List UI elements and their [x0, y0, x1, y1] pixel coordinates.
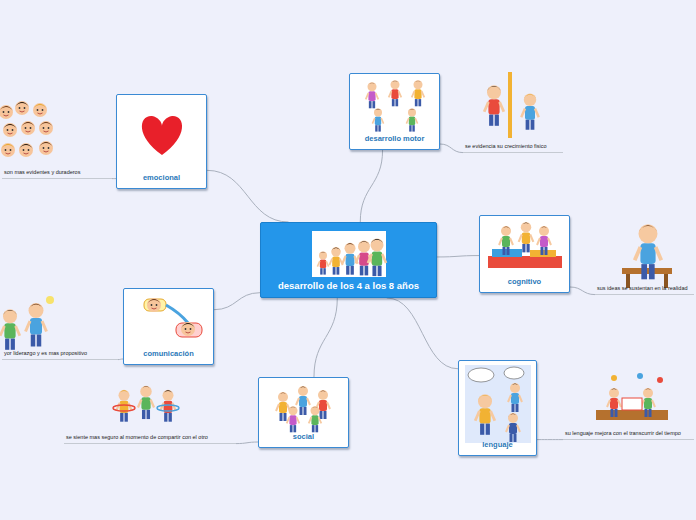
branch-box: desarrollo motor	[349, 73, 440, 150]
node-label: social	[293, 433, 314, 442]
growth-picture	[484, 72, 539, 138]
note-text: yor liderazgo y es mas propositivo	[4, 350, 116, 357]
leaf-note: se siente mas seguro al momento de compa…	[64, 434, 236, 444]
reading-picture	[596, 373, 668, 420]
node-label: comunicación	[143, 350, 193, 359]
leaf-note: son mas evidentes y duraderos	[2, 169, 112, 179]
branch-line	[387, 298, 458, 369]
branch-box: lenguaje	[458, 360, 537, 456]
node-label: desarrollo motor	[365, 135, 425, 144]
leaf-note: sus ideas se sustentan en la realidad	[595, 285, 694, 295]
branch-line	[207, 170, 289, 222]
branch-line	[236, 442, 258, 444]
note-text: se siente mas seguro al momento de compa…	[66, 434, 234, 441]
branch-line	[214, 293, 260, 310]
branch-line	[440, 144, 463, 153]
branch-box: comunicación	[123, 288, 214, 365]
note-text: sus ideas se sustentan en la realidad	[597, 285, 692, 292]
hoops-picture	[113, 386, 179, 422]
note-text: son mas evidentes y duraderos	[4, 169, 110, 176]
branch-box: social	[258, 377, 349, 448]
leaf-note: se evidencia su crecimiento fisico	[463, 143, 563, 153]
branch-line	[437, 256, 479, 257]
leaders-picture	[0, 296, 54, 350]
branch-line	[570, 287, 595, 295]
branch-line	[360, 150, 382, 222]
node-label: cognitivo	[508, 278, 541, 287]
branch-box: emocional	[116, 94, 207, 189]
node-label: emocional	[143, 174, 180, 183]
central-topic: desarrollo de los 4 a los 8 años	[260, 222, 437, 298]
leaf-note: yor liderazgo y es mas propositivo	[2, 350, 118, 360]
note-text: su lenguaje mejora con el transcurrir de…	[565, 430, 692, 437]
leaf-note: su lenguaje mejora con el transcurrir de…	[563, 430, 694, 440]
branch-box: cognitivo	[479, 215, 570, 293]
note-text: se evidencia su crecimiento fisico	[465, 143, 561, 150]
node-label: lenguaje	[482, 441, 512, 450]
branch-line	[314, 298, 337, 377]
branch-line	[537, 439, 563, 440]
node-label: desarrollo de los 4 a los 8 años	[278, 281, 419, 292]
thinking-picture	[622, 224, 672, 288]
faces-picture	[0, 101, 53, 157]
